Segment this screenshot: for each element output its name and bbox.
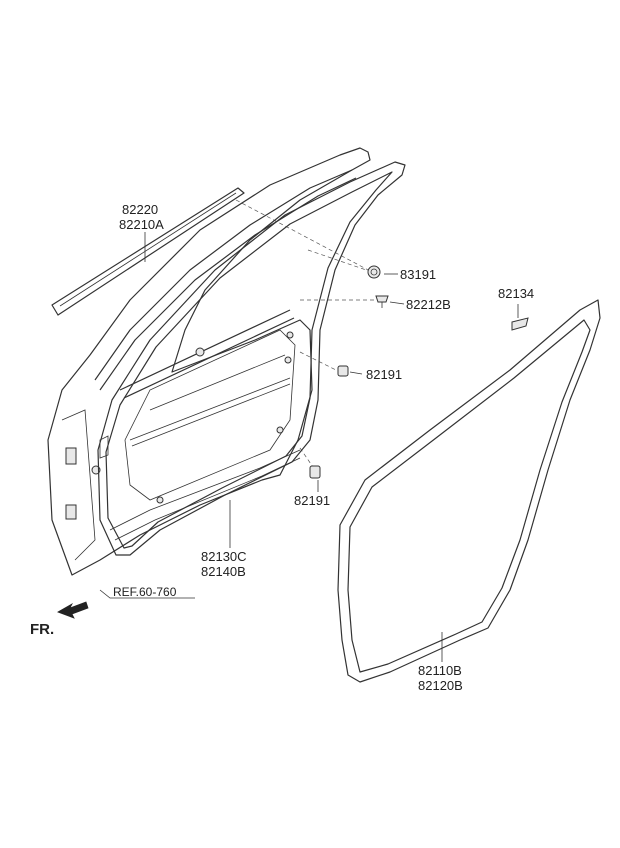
front-direction-indicator: FR. [30, 601, 89, 638]
tab-82134[interactable] [511, 317, 529, 331]
leader-lines [99, 232, 519, 662]
front-label: FR. [30, 621, 54, 638]
label-82130C: 82130C [201, 549, 247, 564]
plug-82191-lower[interactable] [309, 465, 321, 479]
plug-82191-upper[interactable] [337, 365, 349, 377]
door-opening-weatherstrip[interactable] [337, 299, 601, 683]
label-82191-upper: 82191 [366, 367, 402, 382]
label-82191-lower: 82191 [294, 493, 330, 508]
label-82140B: 82140B [201, 564, 246, 579]
label-82212B: 82212B [406, 297, 451, 312]
front-arrow-icon [57, 601, 89, 619]
belt-moulding-strip[interactable] [51, 187, 245, 316]
ref-label[interactable]: REF.60-760 [113, 585, 177, 599]
label-82120B: 82120B [418, 678, 463, 693]
label-83191: 83191 [400, 267, 436, 282]
label-82210A: 82210A [119, 217, 164, 232]
label-82110B: 82110B [418, 663, 462, 678]
door-frame-weatherstrip[interactable] [97, 161, 406, 556]
grommet-83191[interactable] [367, 265, 381, 279]
label-82220: 82220 [122, 202, 158, 217]
clip-82212B[interactable] [375, 295, 389, 308]
door-panel[interactable] [47, 147, 371, 576]
label-82134: 82134 [498, 286, 534, 301]
